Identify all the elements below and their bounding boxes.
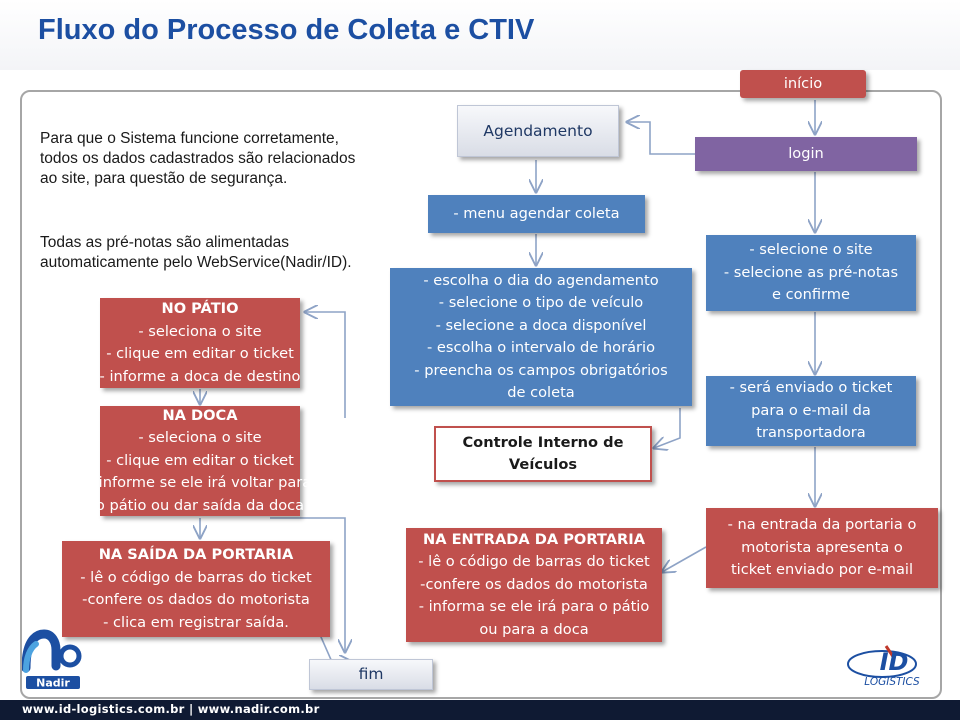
node-line: de coleta [507, 384, 575, 401]
node-line: -confere os dados do motorista [420, 575, 648, 593]
node-line: - será enviado o ticket [729, 379, 893, 397]
intro-note-1-line: Para que o Sistema funcione corretamente… [40, 130, 339, 147]
svg-text:Nadir: Nadir [36, 677, 70, 690]
page-title: Fluxo do Processo de Coleta e CTIV [38, 14, 535, 46]
node-line: - seleciona o site [138, 322, 262, 340]
node-line: - na entrada da portaria o [727, 516, 917, 534]
node-na-saida-portaria: NA SAÍDA DA PORTARIA - lê o código de ba… [62, 541, 330, 637]
node-line: - informa se ele irá para o pátio [418, 598, 650, 616]
node-line: - selecione o site [749, 241, 873, 259]
node-inicio-label: início [783, 74, 823, 92]
node-agendamento: Agendamento [457, 105, 619, 157]
node-motorista-apresenta: - na entrada da portaria o motorista apr… [706, 508, 938, 588]
node-heading: NO PÁTIO [161, 300, 239, 317]
node-enviado-ticket: - será enviado o ticket para o e-mail da… [706, 376, 916, 446]
node-line: ticket enviado por e-mail [730, 561, 914, 579]
arrow-login-agendamento [627, 122, 695, 155]
node-line: - lê o código de barras do ticket [418, 553, 650, 571]
node-escolha-dia: - escolha o dia do agendamento - selecio… [390, 268, 692, 406]
node-line: -confere os dados do motorista [82, 591, 310, 608]
node-line: ou para a doca [479, 620, 589, 638]
intro-note-1: Para que o Sistema funcione corretamente… [40, 129, 355, 189]
node-controle-interno: Controle Interno de Veículos [434, 426, 652, 482]
node-selecione-site: - selecione o site - selecione as pré-no… [706, 235, 916, 311]
node-heading: NA SAÍDA DA PORTARIA [98, 546, 294, 563]
nadir-logo: Nadir [22, 629, 82, 690]
node-heading: NA ENTRADA DA PORTARIA [423, 530, 645, 548]
node-heading: NA DOCA [162, 406, 238, 424]
node-line: transportadora [756, 424, 866, 442]
intro-note-2: Todas as pré-notas são alimentadas autom… [40, 233, 352, 273]
node-line: - menu agendar coleta [453, 204, 620, 222]
node-line: - clica em registrar saída. [103, 613, 289, 631]
arrow-controle-patio [305, 312, 346, 418]
process-frame [20, 90, 942, 699]
node-line: - escolha o dia do agendamento [423, 271, 659, 289]
node-line: - seleciona o site [138, 429, 262, 447]
node-menu-agendar: - menu agendar coleta [428, 195, 645, 233]
svg-text:ID: ID [880, 648, 909, 676]
arrow-doca-fim [270, 517, 345, 652]
node-login: login [695, 137, 917, 171]
node-inicio: início [740, 70, 866, 98]
node-fim-label: fim [358, 665, 384, 684]
node-line: motorista apresenta o [741, 538, 903, 556]
node-line: - escolha o intervalo de horário [426, 339, 656, 356]
node-agendamento-label: Agendamento [483, 121, 593, 140]
node-na-entrada-portaria: NA ENTRADA DA PORTARIA - lê o código de … [406, 528, 662, 642]
node-line: - clique em editar o ticket [106, 345, 294, 362]
intro-note-1-line: ao site, para questão de segurança. [40, 170, 288, 187]
node-login-label: login [788, 144, 824, 162]
id-logistics-logo: ID LOGISTICS [847, 645, 920, 688]
node-fim: fim [309, 659, 433, 690]
node-no-patio: NO PÁTIO - seleciona o site - clique em … [100, 298, 300, 388]
intro-note-2-line: Todas as pré-notas são alimentadas [40, 234, 290, 251]
svg-text:LOGISTICS: LOGISTICS [864, 676, 920, 688]
node-line: - selecione o tipo de veículo [438, 294, 644, 311]
node-line: Controle Interno de [462, 433, 624, 451]
slide-header: Fluxo do Processo de Coleta e CTIV [0, 0, 960, 70]
footer-links: www.id-logistics.com.br | www.nadir.com.… [22, 702, 320, 716]
node-line: - informe se ele irá voltar para [88, 474, 312, 492]
node-line: - lê o código de barras do ticket [80, 568, 312, 586]
arrow-motorista-entrada [662, 546, 707, 572]
node-line: para o e-mail da [751, 401, 871, 419]
node-line: - selecione as pré-notas [723, 263, 899, 281]
node-line: - selecione a doca disponível [435, 316, 647, 334]
footer-bar: www.id-logistics.com.br | www.nadir.com.… [0, 700, 960, 720]
node-line: - clique em editar o ticket [106, 451, 294, 469]
node-line: - preencha os campos obrigatórios [414, 361, 668, 379]
node-line: e confirme [772, 286, 850, 304]
intro-note-2-line: automaticamente pelo WebService(Nadir/ID… [40, 254, 352, 271]
intro-note-1-line: todos os dados cadastrados são relaciona… [40, 150, 356, 167]
node-na-doca: NA DOCA - seleciona o site - clique em e… [89, 406, 311, 516]
arrow-escolha-portaria [654, 408, 681, 448]
node-line: Veículos [508, 456, 578, 473]
node-line: - informe a doca de destino [99, 367, 301, 385]
node-line: o pátio ou dar saída da doca [95, 496, 305, 514]
